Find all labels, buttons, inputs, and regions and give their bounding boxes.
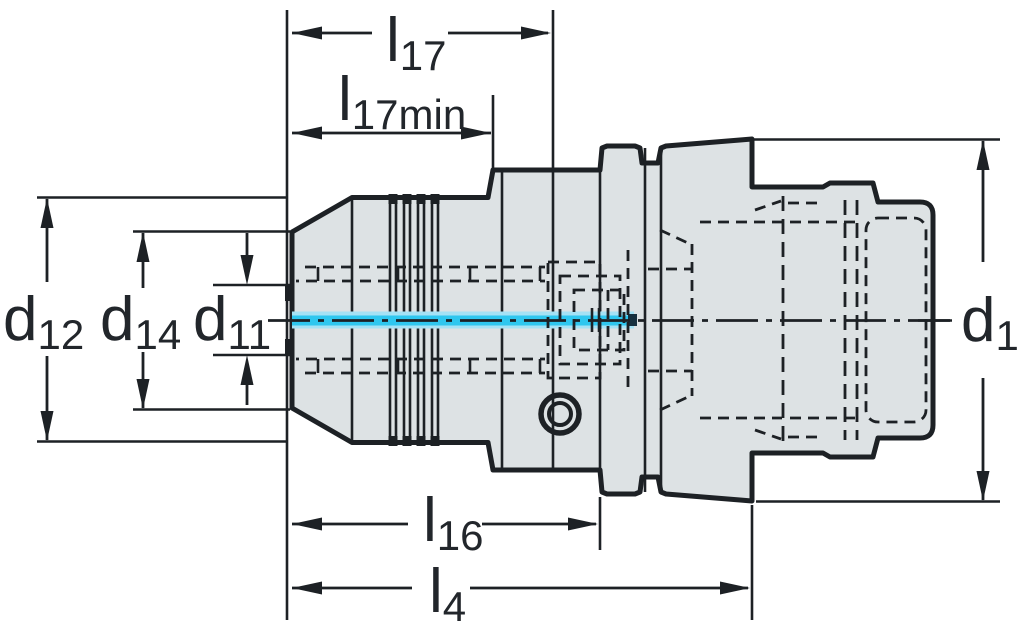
arrowhead-up xyxy=(136,232,150,262)
dim-label-l17min: l17min xyxy=(338,65,466,138)
dim-label-d1: d1 xyxy=(961,286,1019,359)
dimension-l17min: l17min xyxy=(292,65,495,168)
dim-label-l16: l16 xyxy=(423,486,484,559)
arrowhead-right xyxy=(521,26,551,40)
arrowhead-up xyxy=(240,355,254,385)
dim-label-l4: l4 xyxy=(429,557,466,630)
dim-label-d14: d14 xyxy=(100,285,181,358)
arrowhead-left xyxy=(292,26,322,40)
arrowhead-up xyxy=(40,198,54,228)
arrowhead-right xyxy=(461,126,491,140)
dim-label-d11: d11 xyxy=(193,285,271,358)
cavity-hidden xyxy=(648,220,782,420)
dimension-d1: d1 xyxy=(748,138,1019,503)
arrowhead-left xyxy=(292,581,322,595)
bore-hidden-lower xyxy=(296,357,545,375)
set-screw-hole-outer xyxy=(538,392,582,436)
bore-hidden-upper xyxy=(296,265,545,283)
dim-label-l17: l17 xyxy=(386,6,447,79)
bore-edge-upper xyxy=(285,284,294,301)
coupling-hidden xyxy=(546,250,630,390)
dimension-d14: d14 xyxy=(100,230,290,411)
arrowhead-right xyxy=(720,581,750,595)
arrowhead-down xyxy=(240,255,254,285)
arrowhead-left xyxy=(292,126,322,140)
arrowhead-left xyxy=(292,517,322,531)
arrowhead-up xyxy=(976,140,990,170)
dimension-l4: l4 xyxy=(292,505,754,630)
arrowhead-down xyxy=(976,471,990,501)
dimension-l17: l17 xyxy=(292,6,555,168)
bore-edge-lower xyxy=(285,339,294,356)
set-screw-hole-inner xyxy=(547,401,573,427)
arrowhead-down xyxy=(136,379,150,409)
dim-label-d12: d12 xyxy=(3,285,84,358)
dimension-l16: l16 xyxy=(292,486,602,559)
arrowhead-right xyxy=(568,517,598,531)
dimension-d11: d11 xyxy=(193,233,291,405)
dimension-d12: d12 xyxy=(3,196,288,443)
arrowhead-down xyxy=(40,411,54,441)
shank-hidden xyxy=(754,196,928,444)
hidden-lines xyxy=(296,196,928,444)
coolant-band-tip xyxy=(628,314,637,326)
